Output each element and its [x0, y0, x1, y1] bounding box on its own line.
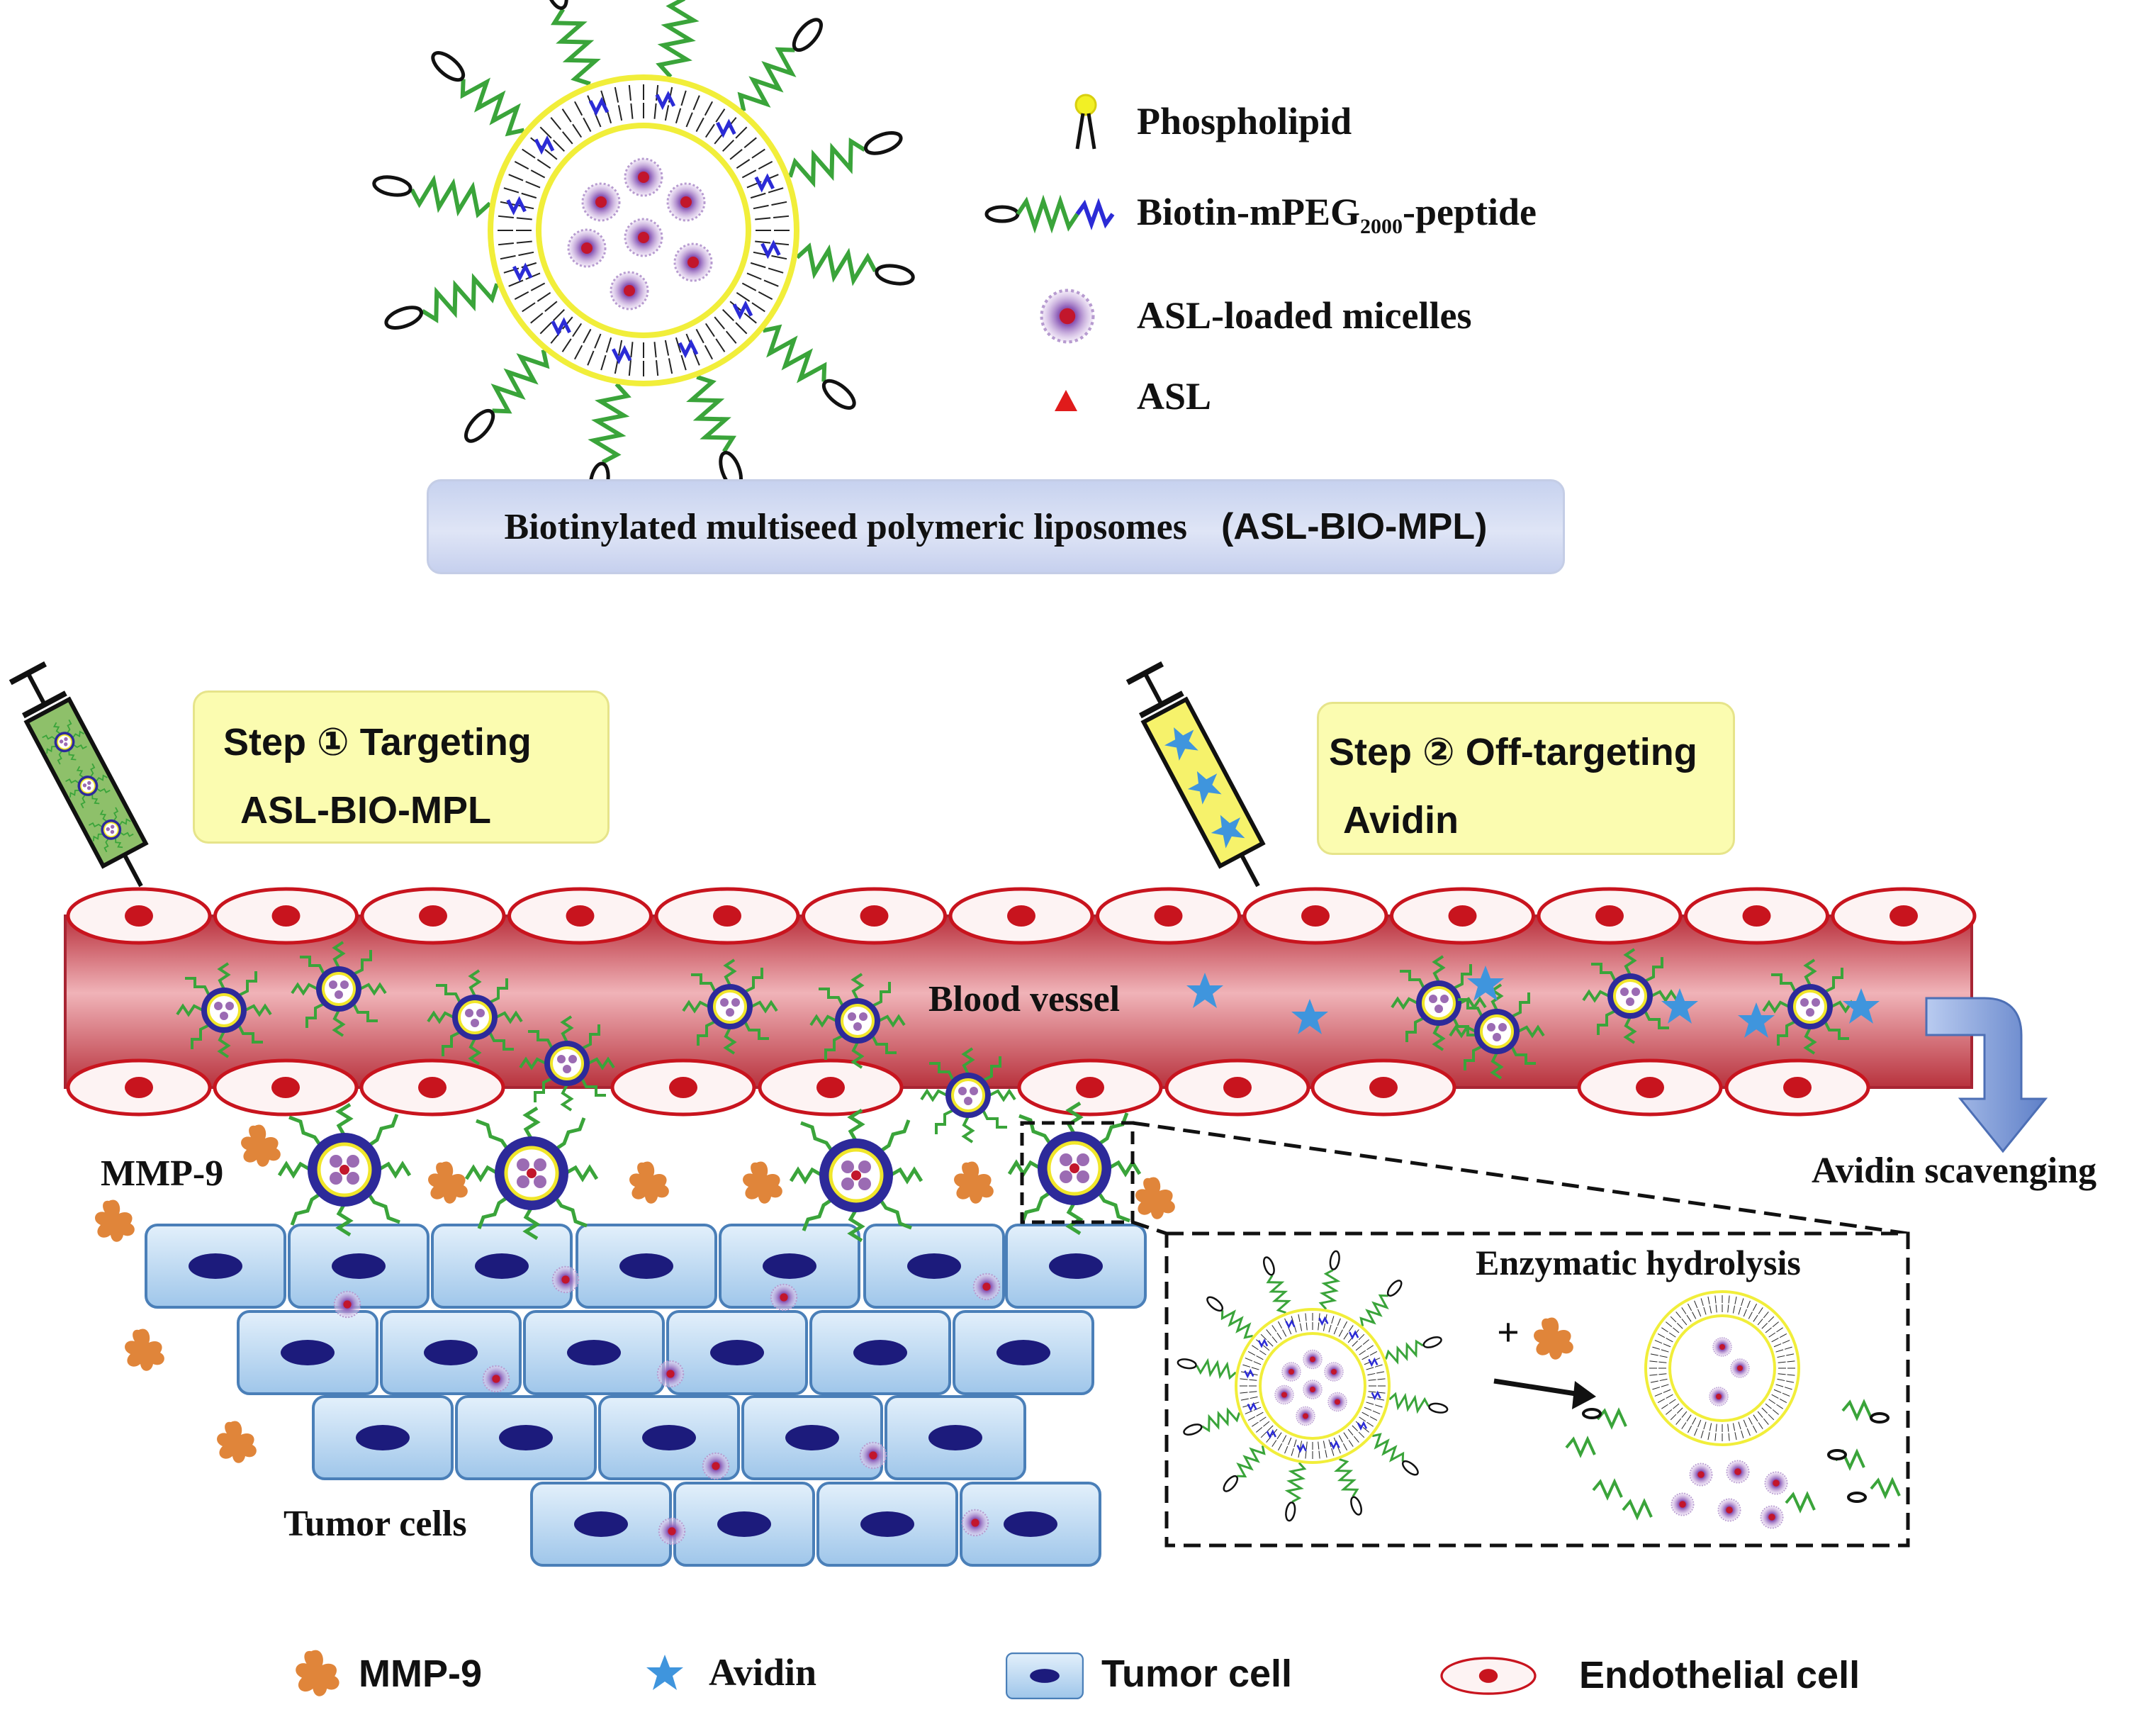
zoom-connector-top [1132, 1121, 1909, 1236]
biotin-peg-suffix: -peptide [1403, 191, 1537, 233]
legend-endothelial-cell-icon [1440, 1657, 1537, 1695]
banner-name: Biotinylated multiseed polymeric liposom… [504, 506, 1187, 547]
legend-mmp9-icon [296, 1650, 339, 1696]
biotin-peg-peptide-icon [984, 194, 1115, 234]
step2-box: Step ② Off-targeting Avidin [1317, 702, 1735, 855]
step1-agent: ASL-BIO-MPL [240, 789, 491, 832]
legend-avidin-label: Avidin [709, 1651, 817, 1694]
step2-prefix: Step [1329, 731, 1413, 773]
step1-title: Targeting [359, 721, 532, 764]
mmp9-label: MMP-9 [101, 1153, 224, 1194]
asl-loaded-micelle-icon [1042, 291, 1094, 342]
step2-heading: Step ② Off-targeting [1329, 718, 1723, 786]
avidin-scavenging-arrow [1925, 997, 2048, 1153]
biotin-peg-subscript: 2000 [1360, 214, 1403, 238]
legend-micelles-label: ASL-loaded micelles [1137, 294, 1472, 337]
legend-asl-label: ASL [1137, 375, 1212, 418]
legend-tumor-cell-icon [1005, 1652, 1084, 1699]
legend-biotin-peg-peptide-label: Biotin-mPEG2000-peptide [1137, 190, 1537, 239]
enzymatic-hydrolysis-panel [1164, 1231, 1910, 1548]
step1-number: ① [317, 721, 349, 764]
legend-mmp9-label: MMP-9 [359, 1652, 482, 1695]
tumor-liposomes [279, 1103, 1140, 1241]
biotinylated-liposome-figure [372, 0, 916, 502]
banner-abbreviation: (ASL-BIO-MPL) [1220, 506, 1488, 547]
highlight-box [1020, 1121, 1135, 1224]
tumor-cells-label: Tumor cells [283, 1504, 467, 1544]
syringe-asl-bio-mpl-icon [9, 661, 149, 888]
step2-agent: Avidin [1343, 799, 1459, 841]
plus-sign: + [1497, 1311, 1520, 1355]
syringe-avidin-icon [1125, 661, 1266, 888]
legend-avidin-icon [646, 1655, 683, 1690]
phospholipid-icon [1074, 94, 1097, 150]
formulation-banner: Biotinylated multiseed polymeric liposom… [427, 479, 1565, 574]
blood-vessel-label: Blood vessel [928, 979, 1121, 1019]
blood-vessel [64, 889, 1975, 1114]
step1-heading: Step ① Targeting [223, 708, 579, 776]
phospholipid-bilayer [498, 84, 790, 376]
enzymatic-hydrolysis-label: Enzymatic hydrolysis [1476, 1243, 1801, 1282]
step1-box: Step ① Targeting ASL-BIO-MPL [193, 690, 610, 844]
step2-title: Off-targeting [1465, 731, 1697, 773]
avidin-scavenging-label: Avidin scavenging [1812, 1151, 2097, 1191]
legend-endothelial-cell-label: Endothelial cell [1579, 1654, 1860, 1696]
zoom-connector-bottom [1132, 1220, 1167, 1236]
step1-prefix: Step [223, 721, 307, 764]
asl-triangle-icon [1055, 390, 1077, 411]
legend-phospholipid-label: Phospholipid [1137, 100, 1352, 142]
biotin-peg-prefix: Biotin-mPEG [1137, 191, 1361, 233]
step2-number: ② [1422, 731, 1455, 773]
legend-tumor-cell-label: Tumor cell [1101, 1652, 1293, 1695]
